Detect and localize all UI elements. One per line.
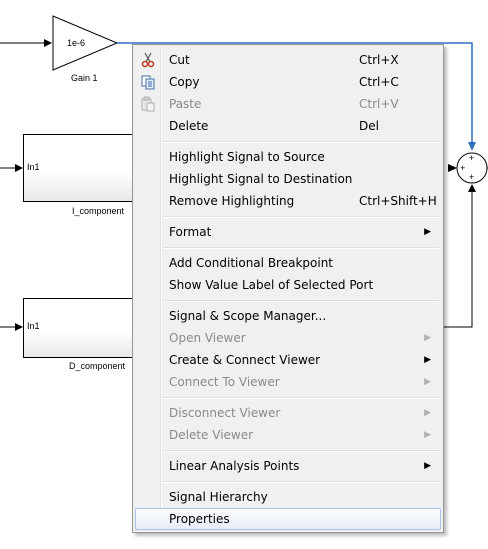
menu-item-format[interactable]: Format ▶	[135, 221, 441, 243]
menu-separator	[163, 300, 439, 302]
d-component-name[interactable]: D_component	[69, 361, 126, 371]
paste-icon	[141, 96, 155, 112]
submenu-arrow-icon: ▶	[424, 430, 431, 440]
menu-item-add-conditional-breakpoint-label: Add Conditional Breakpoint	[169, 256, 334, 270]
menu-item-add-conditional-breakpoint[interactable]: Add Conditional Breakpoint	[135, 252, 441, 274]
signal-line-d-to-sum[interactable]	[440, 188, 473, 328]
submenu-arrow-icon: ▶	[424, 333, 431, 343]
sum-sign-left: +	[460, 163, 465, 173]
menu-item-signal-hierarchy-label: Signal Hierarchy	[169, 490, 268, 504]
menu-item-signal-scope-manager-label: Signal & Scope Manager...	[169, 309, 327, 323]
submenu-arrow-icon: ▶	[424, 408, 431, 418]
menu-item-highlight-to-destination[interactable]: Highlight Signal to Destination	[135, 168, 441, 190]
menu-separator	[163, 247, 439, 249]
menu-item-copy-shortcut: Ctrl+C	[359, 75, 399, 89]
menu-item-format-label: Format	[169, 225, 212, 239]
gain-block[interactable]	[52, 15, 119, 71]
menu-item-connect-to-viewer-label: Connect To Viewer	[169, 375, 280, 389]
submenu-arrow-icon: ▶	[424, 227, 431, 237]
menu-separator	[163, 141, 439, 143]
gain-block-name[interactable]: Gain 1	[71, 73, 98, 83]
menu-item-remove-highlighting-label: Remove Highlighting	[169, 194, 295, 208]
menu-separator	[163, 450, 439, 452]
submenu-arrow-icon: ▶	[424, 461, 431, 471]
menu-item-linear-analysis-points-label: Linear Analysis Points	[169, 459, 300, 473]
i-component-subsystem[interactable]: In1	[23, 134, 143, 202]
menu-separator	[163, 397, 439, 399]
menu-item-properties-label: Properties	[169, 512, 230, 526]
menu-item-connect-to-viewer[interactable]: Connect To Viewer ▶	[135, 371, 441, 393]
copy-icon	[141, 75, 155, 90]
menu-separator	[163, 481, 439, 483]
menu-item-properties[interactable]: Properties	[135, 508, 441, 530]
submenu-arrow-icon: ▶	[424, 377, 431, 387]
menu-item-open-viewer-label: Open Viewer	[169, 331, 246, 345]
menu-item-copy-label: Copy	[169, 75, 200, 89]
menu-item-signal-hierarchy[interactable]: Signal Hierarchy	[135, 486, 441, 508]
menu-item-highlight-to-source[interactable]: Highlight Signal to Source	[135, 146, 441, 168]
menu-item-delete-label: Delete	[169, 119, 209, 133]
menu-item-create-connect-viewer-label: Create & Connect Viewer	[169, 353, 321, 367]
menu-item-highlight-to-source-label: Highlight Signal to Source	[169, 150, 325, 164]
menu-item-disconnect-viewer[interactable]: Disconnect Viewer ▶	[135, 402, 441, 424]
d-component-subsystem[interactable]: In1	[23, 298, 143, 358]
d-component-input-port-label: In1	[27, 321, 40, 331]
menu-item-delete[interactable]: Delete Del	[135, 115, 441, 137]
menu-item-paste-shortcut: Ctrl+V	[359, 97, 399, 111]
menu-item-linear-analysis-points[interactable]: Linear Analysis Points ▶	[135, 455, 441, 477]
menu-item-remove-highlighting[interactable]: Remove Highlighting Ctrl+Shift+H	[135, 190, 441, 212]
menu-item-paste-label: Paste	[169, 97, 202, 111]
menu-item-show-value-label[interactable]: Show Value Label of Selected Port	[135, 274, 441, 296]
i-component-input-port-label: In1	[27, 162, 40, 172]
menu-item-delete-viewer[interactable]: Delete Viewer ▶	[135, 424, 441, 446]
menu-item-create-connect-viewer[interactable]: Create & Connect Viewer ▶	[135, 349, 441, 371]
menu-item-open-viewer[interactable]: Open Viewer ▶	[135, 327, 441, 349]
gain-value: 1e-6	[67, 38, 86, 48]
menu-item-show-value-label-label: Show Value Label of Selected Port	[169, 278, 374, 292]
menu-item-cut[interactable]: Cut Ctrl+X	[135, 49, 441, 71]
menu-item-signal-scope-manager[interactable]: Signal & Scope Manager...	[135, 305, 441, 327]
menu-item-cut-label: Cut	[169, 53, 190, 67]
sum-sign-bottom: +	[469, 172, 474, 182]
i-component-name[interactable]: I_component	[72, 206, 125, 216]
signal-arrow-i-input	[15, 164, 23, 172]
menu-separator	[163, 216, 439, 218]
menu-item-delete-viewer-label: Delete Viewer	[169, 428, 254, 442]
scissors-icon	[141, 52, 155, 68]
signal-arrow-gain-input	[44, 39, 52, 47]
icon-gutter-divider	[160, 47, 162, 530]
menu-item-remove-highlighting-shortcut: Ctrl+Shift+H	[359, 194, 437, 208]
menu-item-delete-shortcut: Del	[359, 119, 379, 133]
selected-signal-arrow	[468, 142, 476, 151]
submenu-arrow-icon: ▶	[424, 355, 431, 365]
menu-item-copy[interactable]: Copy Ctrl+C	[135, 71, 441, 93]
signal-context-menu: Cut Ctrl+X Copy Ctrl+C Paste Ctrl+V Dele…	[132, 44, 444, 533]
signal-arrow-sum-left	[448, 164, 457, 172]
menu-item-highlight-to-destination-label: Highlight Signal to Destination	[169, 172, 353, 186]
signal-arrow-sum-bottom	[468, 184, 476, 192]
menu-item-disconnect-viewer-label: Disconnect Viewer	[169, 406, 281, 420]
selected-signal-line[interactable]	[117, 42, 473, 148]
sum-sign-top: +	[469, 153, 474, 163]
menu-item-cut-shortcut: Ctrl+X	[359, 53, 399, 67]
signal-arrow-d-input	[15, 323, 23, 331]
menu-item-paste[interactable]: Paste Ctrl+V	[135, 93, 441, 115]
